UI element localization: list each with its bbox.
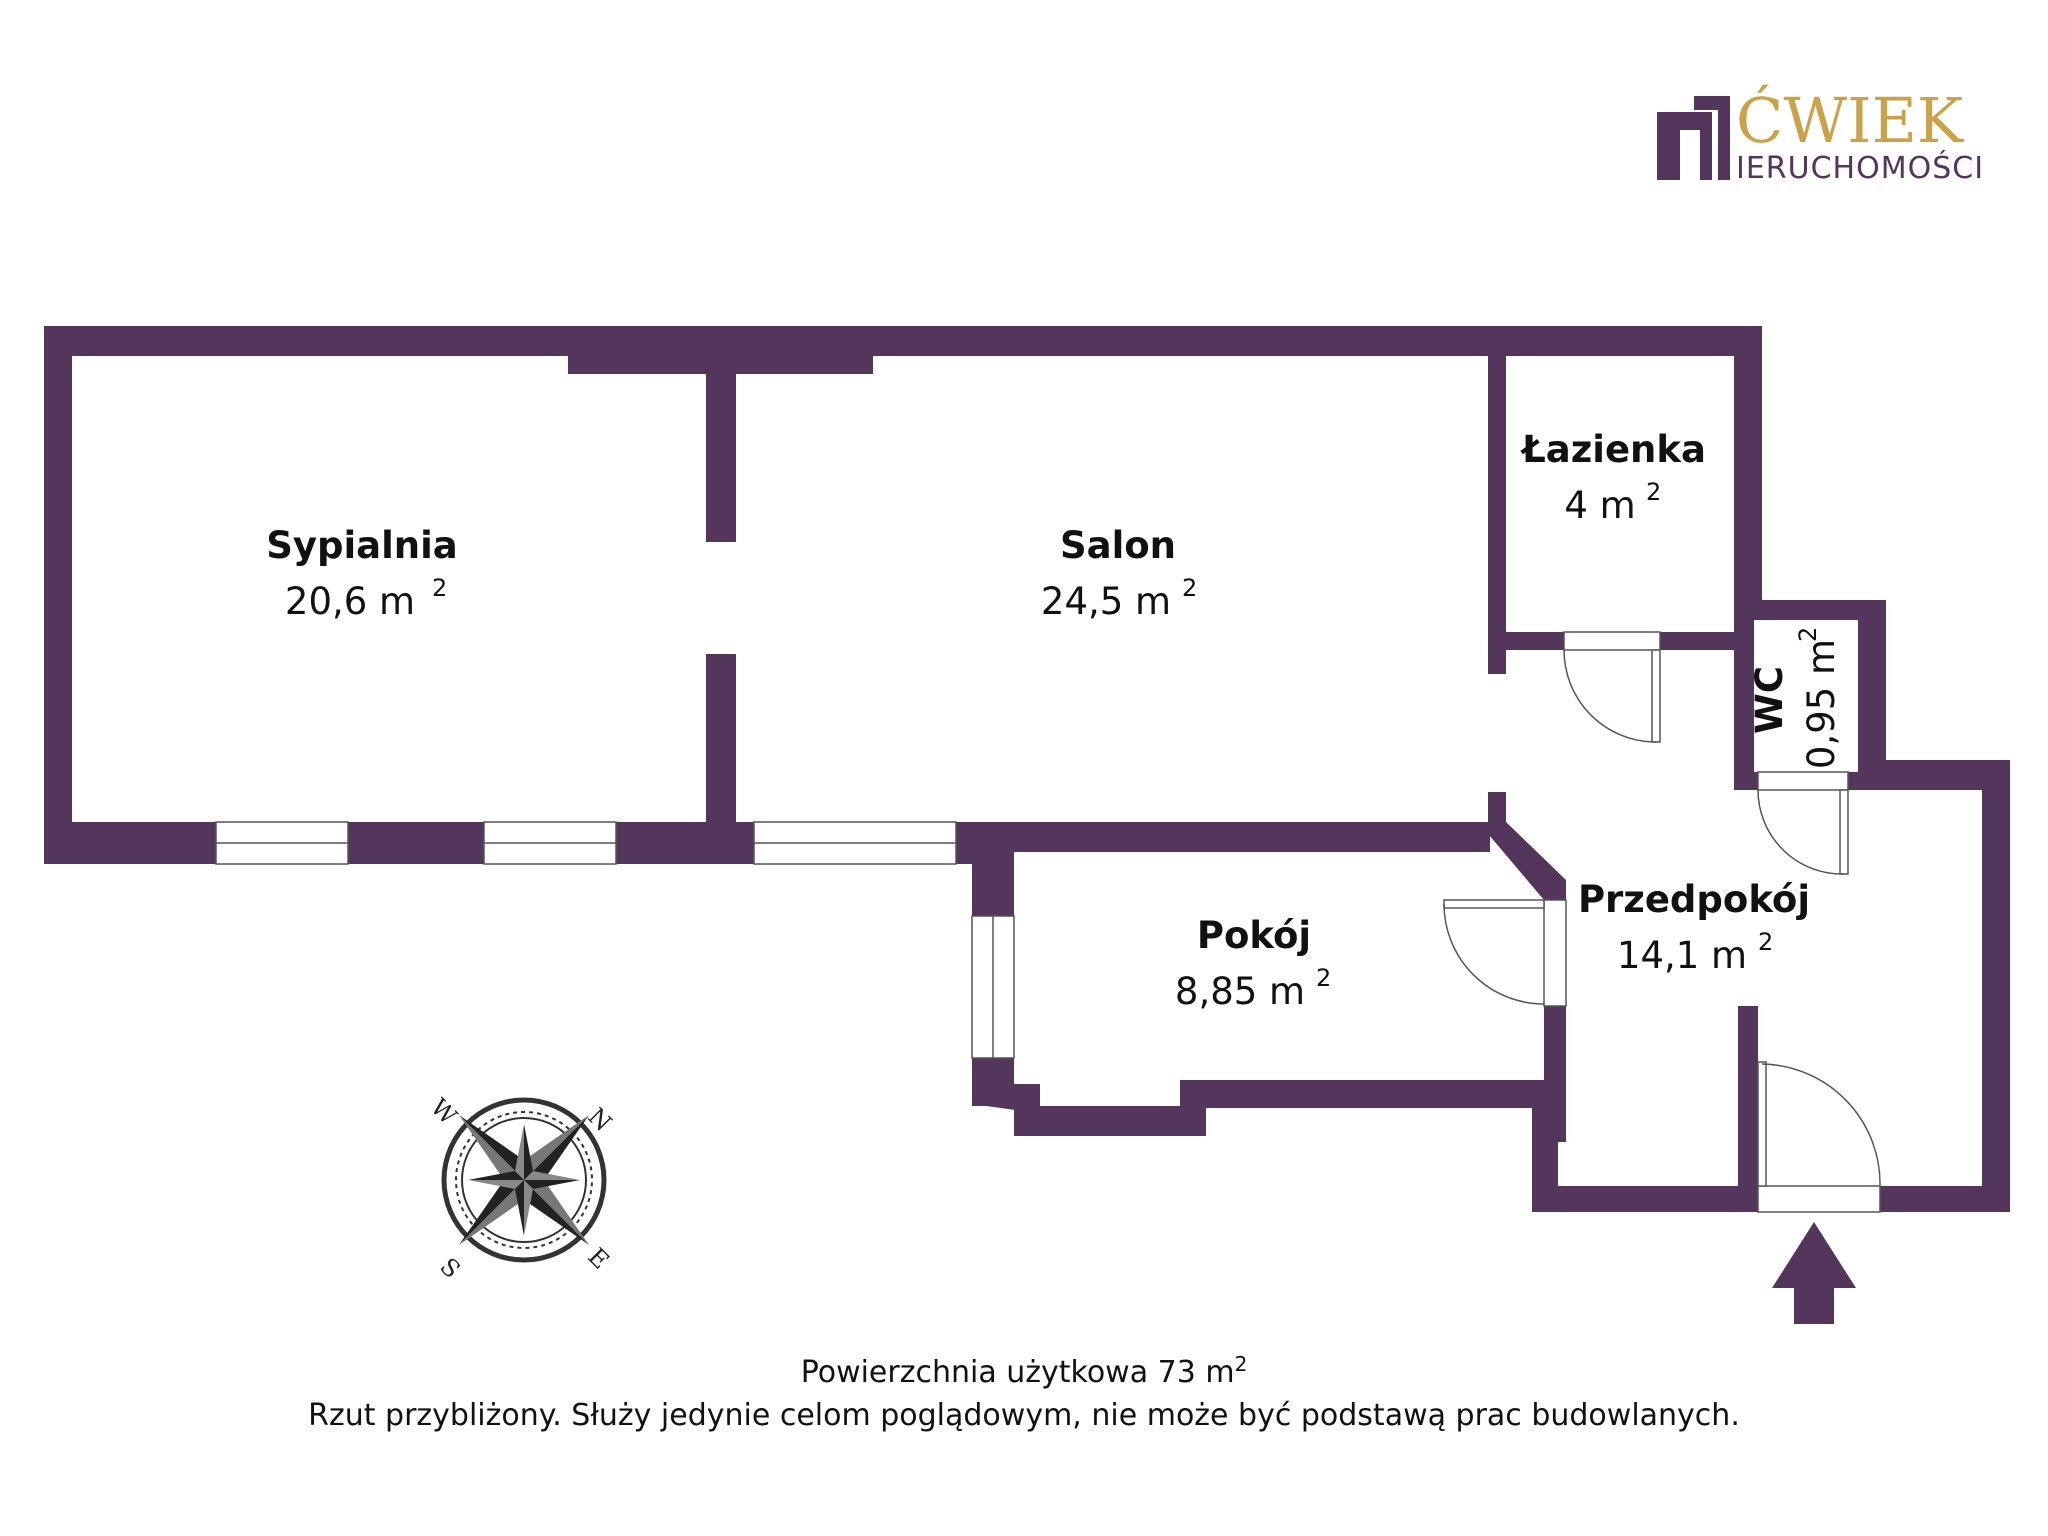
logo: ĆWIEK IERUCHOMOŚCI (1657, 84, 1984, 186)
room-name: WC (1748, 666, 1791, 734)
windows (215, 821, 1015, 1059)
wall-hall-right (1982, 760, 2010, 1212)
logo-house-mark (1657, 96, 1730, 180)
room-label-pokoj: Pokój 8,85 m 2 (1175, 914, 1331, 1013)
compass-rose-icon (441, 1097, 607, 1263)
room-name: Łazienka (1520, 428, 1706, 471)
usable-area-caption: Powierzchnia użytkowa 73 m2 (0, 1352, 2048, 1390)
usable-area-unit-power: 2 (1234, 1352, 1248, 1376)
room-name: Przedpokój (1578, 878, 1810, 921)
room-label-sypialnia: Sypialnia 20,6 m 2 (266, 524, 458, 623)
wall-wc-top (1734, 600, 1886, 620)
window-sypialnia-2 (483, 821, 617, 865)
wall-wc-bottom-a (1734, 772, 1758, 790)
logo-brand: ĆWIEK (1736, 84, 1965, 157)
window-salon (753, 821, 957, 865)
room-name: Sypialnia (266, 524, 458, 567)
wall-bottom-mid2 (616, 822, 754, 864)
compass-s: S (434, 1252, 465, 1283)
wall-bath-left (1488, 354, 1506, 674)
logo-subtitle: IERUCHOMOŚCI (1736, 149, 1984, 186)
wall-hall-bottom-left (1532, 1186, 1758, 1212)
door-wc (1757, 771, 1849, 875)
window-pokoj (971, 915, 1015, 1059)
room-area: 24,5 m (1041, 580, 1171, 623)
wall-pokoj-bottom-right (1180, 1080, 1544, 1108)
wall-bottom-mid1 (348, 822, 484, 864)
wall-right-upper (1734, 326, 1762, 602)
room-area-unit-power: 2 (1758, 928, 1773, 956)
wall-pokoj-diag (1478, 822, 1566, 900)
door-pokoj (1443, 899, 1567, 1007)
wall-partition-a-lower (706, 654, 736, 834)
room-area-unit-power: 2 (432, 574, 447, 602)
wall-left (44, 326, 72, 864)
room-label-lazienka: Łazienka 4 m 2 (1520, 428, 1706, 527)
wall-wc-right (1858, 600, 1886, 760)
room-area: 0,95 m (1800, 639, 1843, 769)
room-name: Salon (1060, 524, 1176, 567)
room-label-salon: Salon 24,5 m 2 (1041, 524, 1197, 623)
wall-pokoj-left-top (972, 822, 1014, 916)
compass-w: W (425, 1093, 462, 1130)
room-area-unit-power: 2 (1182, 574, 1197, 602)
room-area-unit-power: 2 (1794, 627, 1822, 642)
wall-partition-a-upper (706, 354, 736, 542)
compass-e: E (582, 1242, 614, 1274)
doors (1443, 631, 1881, 1213)
wall-top (44, 326, 1762, 356)
window-sypialnia-1 (215, 821, 349, 865)
wall-bath-bottom-a (1488, 632, 1564, 650)
entrance-arrow-icon (1772, 1222, 1856, 1324)
wall-bottom-left (44, 822, 216, 864)
room-area: 8,85 m (1175, 970, 1305, 1013)
room-label-przedpokoj: Przedpokój 14,1 m 2 (1578, 878, 1810, 977)
wall-bath-bottom-b (1660, 632, 1740, 650)
wall-hall-inner (1738, 1006, 1758, 1206)
room-area: 20,6 m (285, 580, 415, 623)
wall-wc-left (1734, 600, 1754, 790)
door-entrance (1757, 1061, 1881, 1213)
wall-pokoj-top (972, 822, 1490, 852)
wall-hall-bottom-right (1880, 1186, 2010, 1212)
room-area: 4 m (1564, 484, 1635, 527)
room-area-unit-power: 2 (1316, 964, 1331, 992)
usable-area-text: Powierzchnia użytkowa 73 m (800, 1355, 1235, 1390)
door-lazienka (1563, 631, 1661, 743)
room-area-unit-power: 2 (1646, 478, 1661, 506)
disclaimer-text: Rzut przybliżony. Służy jedynie celom po… (308, 1398, 1740, 1433)
room-name: Pokój (1197, 914, 1311, 957)
room-label-wc: WC 0,95 m 2 (1748, 627, 1843, 769)
room-area: 14,1 m (1617, 934, 1747, 977)
wall-pokoj-bottom (1014, 1106, 1206, 1136)
walls (44, 326, 2010, 1212)
